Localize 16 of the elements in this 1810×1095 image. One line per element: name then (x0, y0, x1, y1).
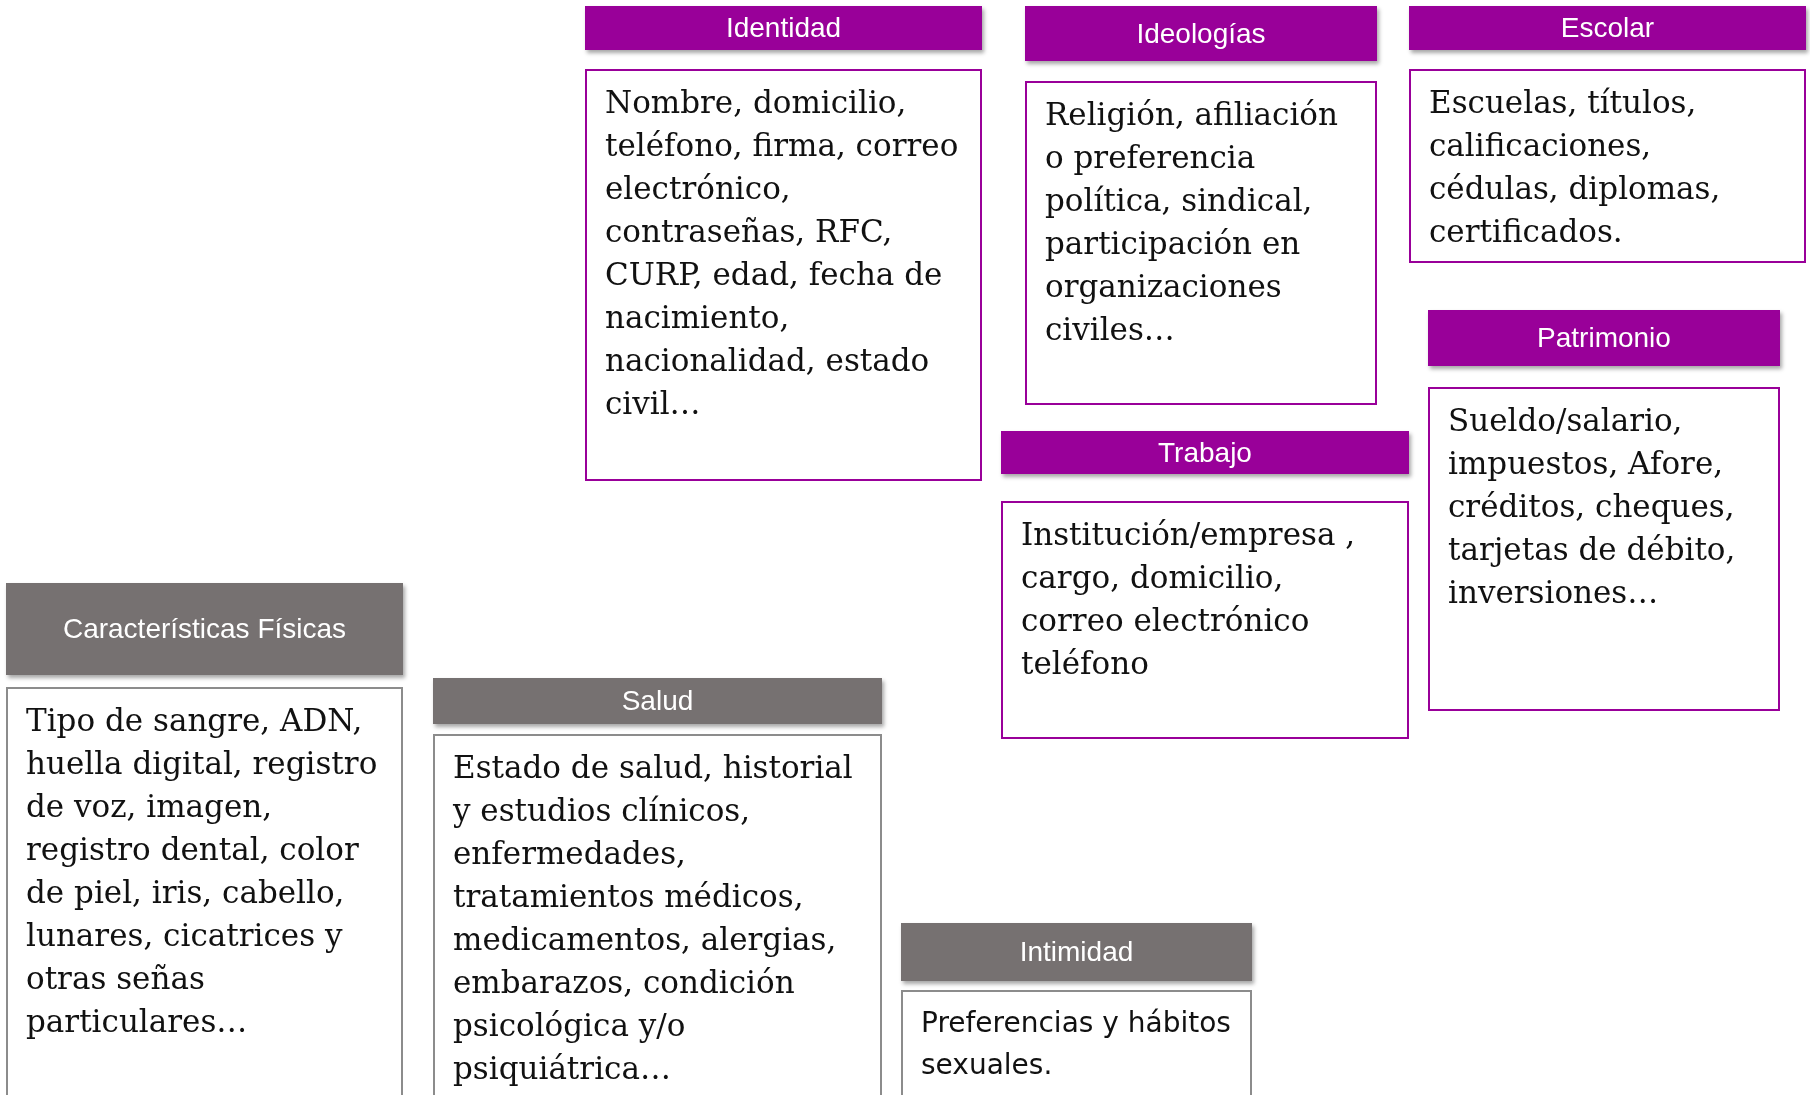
category-description: Preferencias y hábitos sexuales. (901, 990, 1252, 1095)
category-header: Intimidad (901, 923, 1252, 981)
category-header: Ideologías (1025, 6, 1377, 61)
category-header: Trabajo (1001, 431, 1409, 474)
category-header: Escolar (1409, 6, 1806, 50)
category-description: Nombre, domicilio, teléfono, firma, correo electrónico, contraseñas, RFC, CURP, edad, fecha de nacimiento, nacionalidad, estado civil… (585, 69, 982, 481)
category-description: Religión, afiliación o preferencia política, sindical, participación en organizaciones civiles… (1025, 81, 1377, 405)
category-description: Sueldo/salario, impuestos, Afore, créditos, cheques, tarjetas de débito, inversiones… (1428, 387, 1780, 711)
category-header: Salud (433, 678, 882, 724)
category-header: Patrimonio (1428, 310, 1780, 366)
category-description: Tipo de sangre, ADN, huella digital, registro de voz, imagen, registro dental, color de piel, iris, cabello, lunares, cicatrices y otras señas particulares… (6, 687, 403, 1095)
category-description: Escuelas, títulos, calificaciones, cédulas, diplomas, certificados. (1409, 69, 1806, 263)
category-description: Estado de salud, historial y estudios clínicos, enfermedades, tratamientos médicos, medicamentos, alergias, embarazos, condición psicológica y/o psiquiátrica… (433, 734, 882, 1095)
category-header: Identidad (585, 6, 982, 50)
category-description: Institución/empresa , cargo, domicilio, correo electrónico teléfono (1001, 501, 1409, 739)
category-header: Características Físicas (6, 583, 403, 675)
